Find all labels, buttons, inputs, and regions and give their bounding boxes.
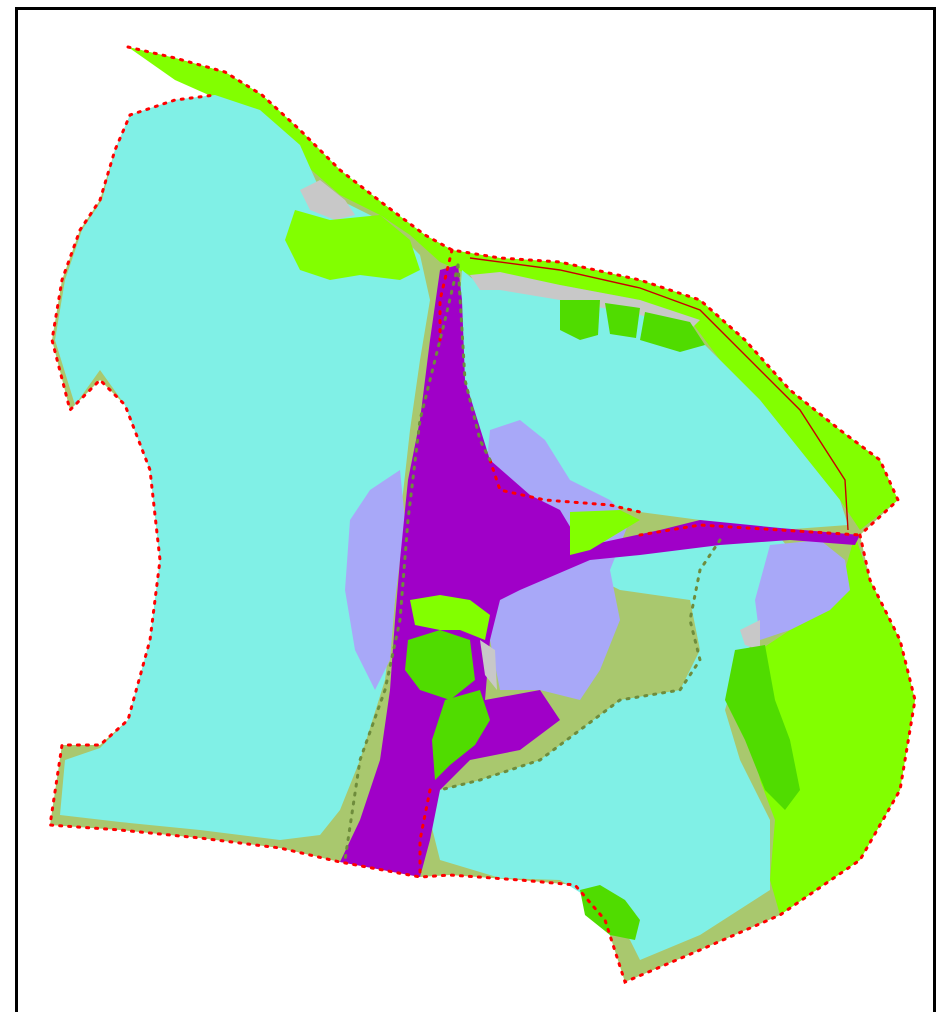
grey-patch-east: [740, 620, 760, 650]
inner-boundary-channel: [638, 523, 862, 537]
dark-grass-north-2: [605, 303, 640, 338]
inner-boundary-loop: [438, 538, 722, 792]
dark-grass-south: [580, 885, 640, 940]
north-grassland-strip: [128, 47, 898, 530]
inner-boundary-ne: [488, 458, 642, 514]
west-water: [55, 95, 430, 840]
dark-grass-center: [405, 630, 475, 700]
lavender-east: [755, 540, 850, 640]
road-line: [469, 257, 849, 531]
dark-grass-east: [725, 645, 800, 810]
inner-boundary-corridor-west: [343, 263, 460, 862]
dark-grass-north-3: [640, 312, 705, 352]
dark-grass-north-1: [560, 300, 600, 340]
lavender-west: [345, 470, 405, 690]
boundary-lines: [48, 45, 917, 985]
light-grass-wedge: [570, 510, 640, 555]
inner-boundary-south: [418, 788, 432, 879]
grey-patch-north: [300, 180, 355, 220]
inner-boundary-north: [438, 248, 454, 342]
southeast-water: [430, 538, 800, 960]
outer-boundary: [48, 45, 917, 985]
east-grassland: [750, 535, 915, 915]
grey-patch-center: [480, 640, 497, 690]
light-grass-west: [285, 210, 420, 280]
light-grass-center: [410, 595, 490, 640]
dark-grass-center-south: [432, 690, 490, 780]
